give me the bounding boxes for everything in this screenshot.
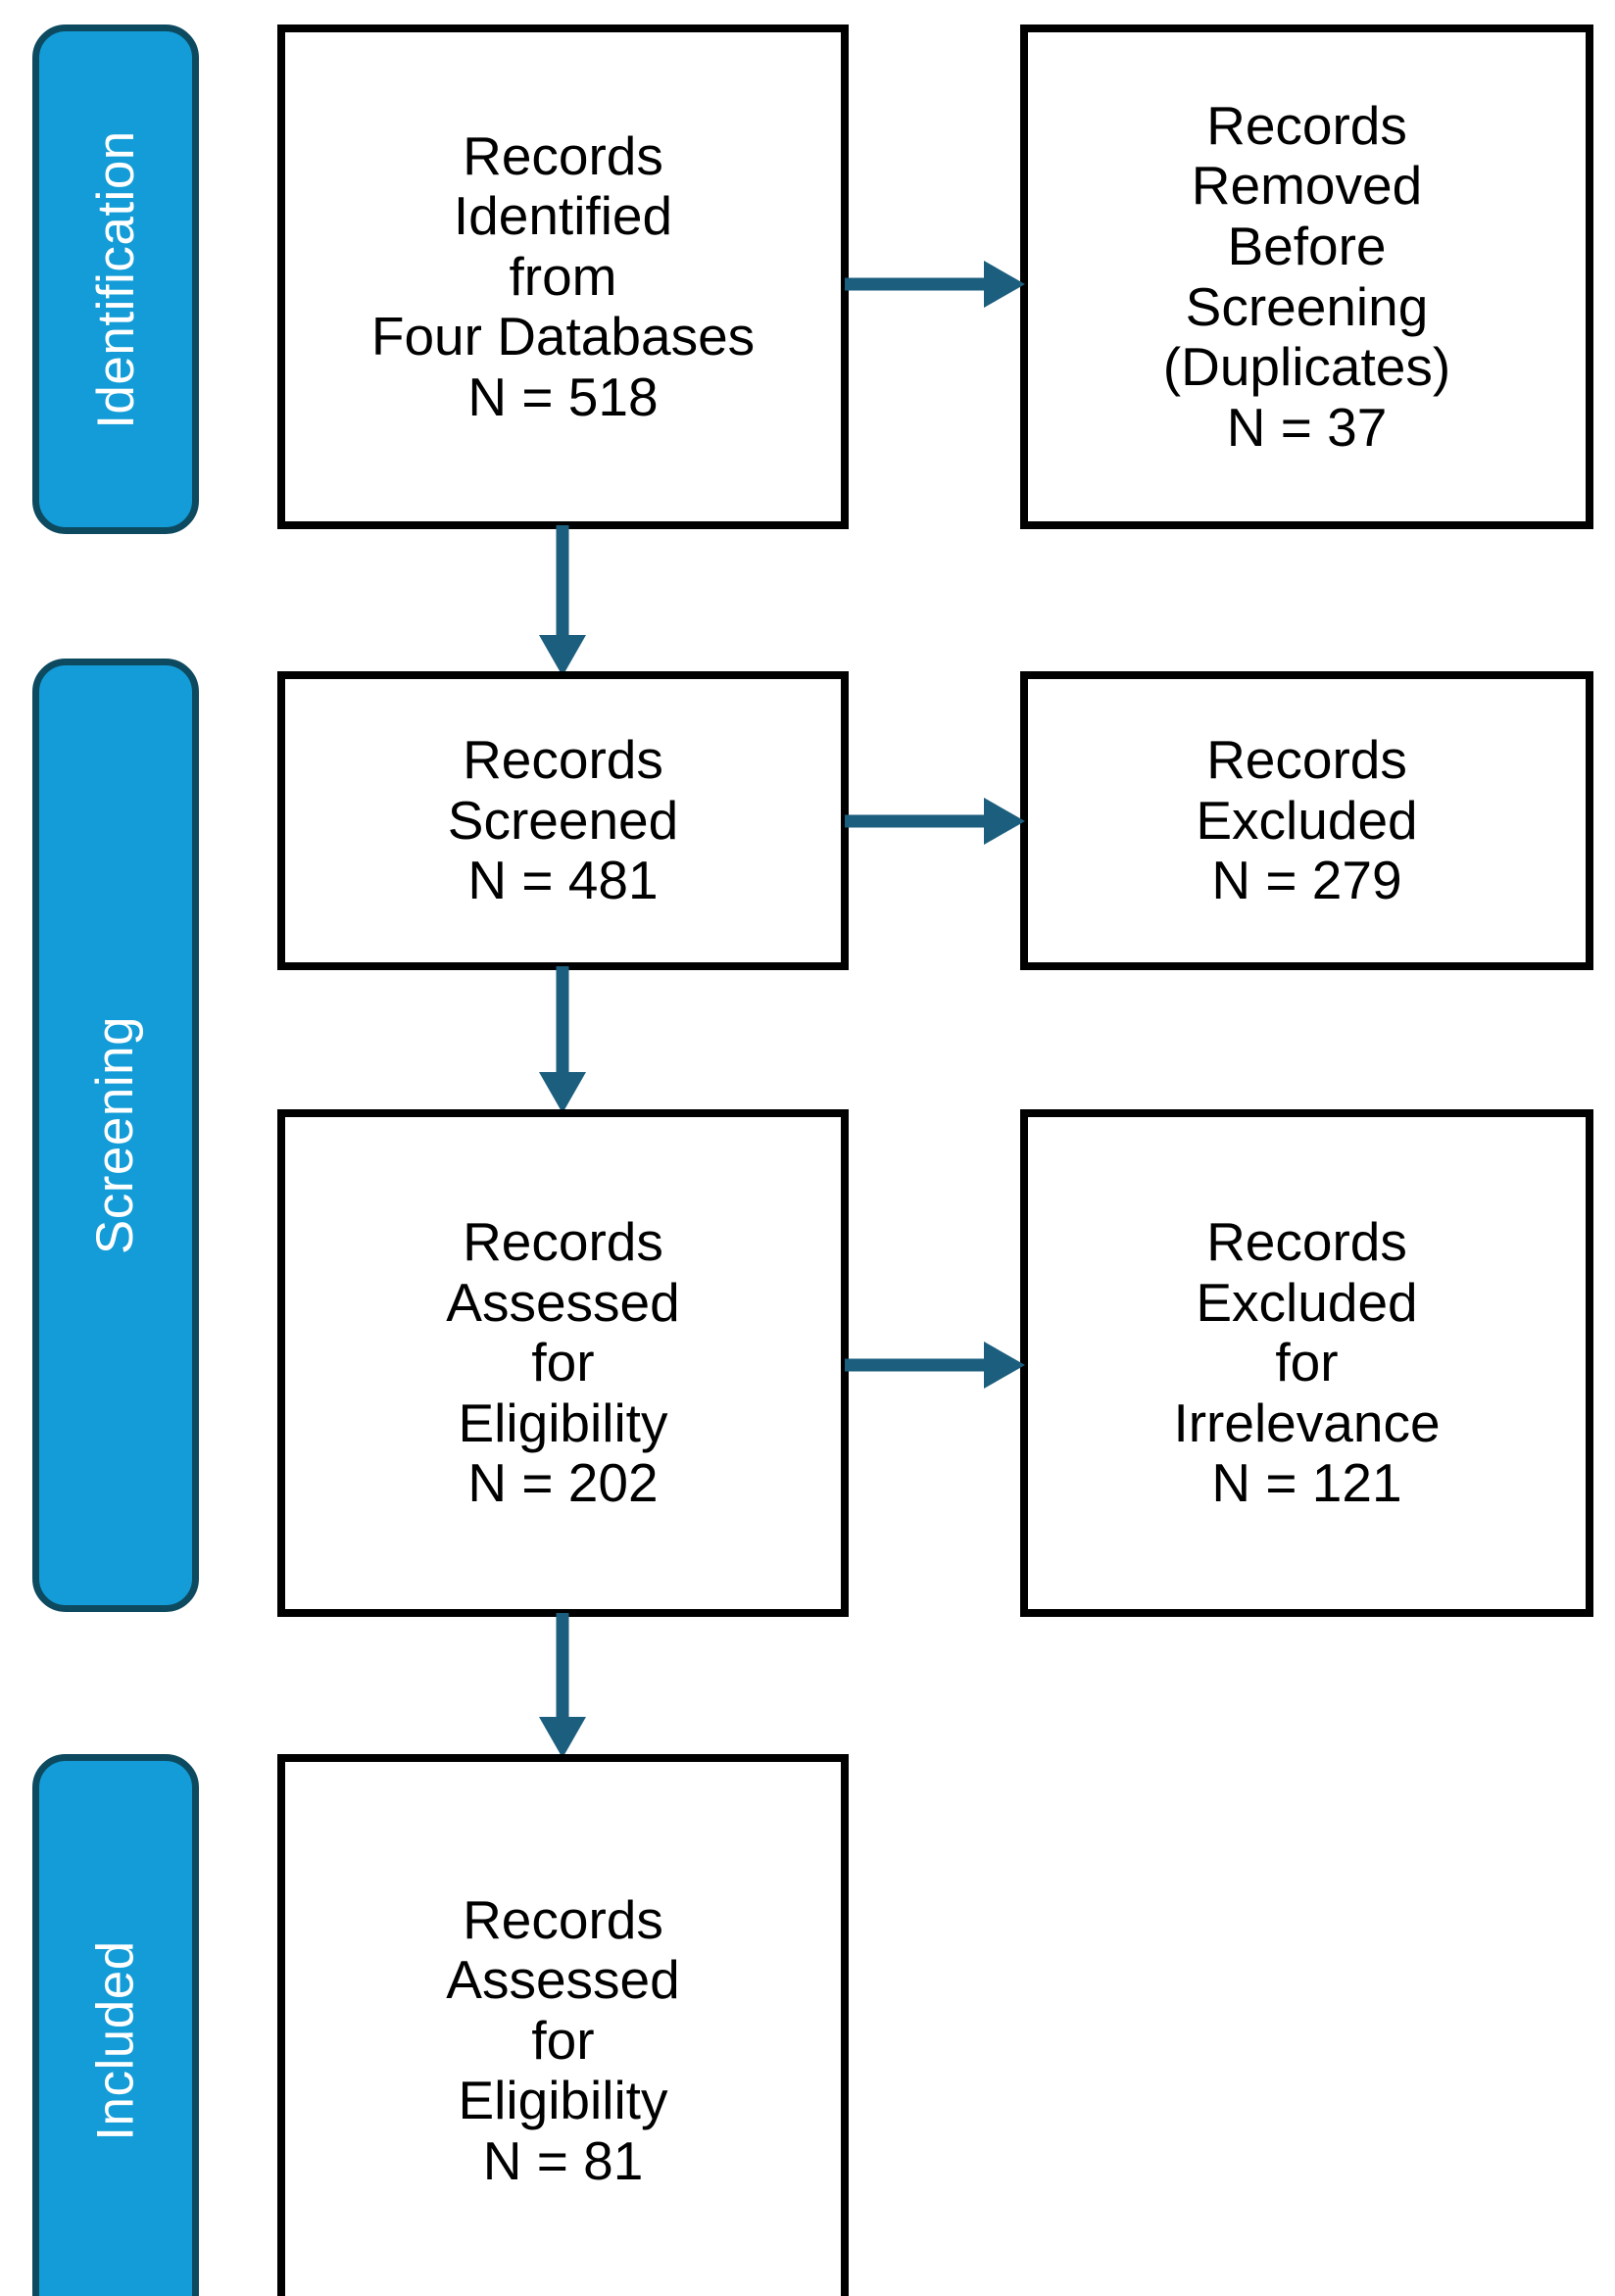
box-records-assessed-eligibility: Records Assessed for Eligibility N = 202 [277,1109,849,1617]
stage-label-identification: Identification [86,129,145,429]
box-records-included-text: Records Assessed for Eligibility N = 81 [446,1888,680,2191]
stage-label-included: Included [86,1940,145,2141]
arrow-identified-to-screened [535,525,590,676]
box-records-removed-text: Records Removed Before Screening (Duplic… [1162,94,1451,458]
box-records-identified: Records Identified from Four Databases N… [277,24,849,529]
box-records-identified-text: Records Identified from Four Databases N… [370,124,756,427]
stage-label-screening: Screening [86,1015,145,1255]
box-records-excluded-irrelevance-text: Records Excluded for Irrelevance N = 121 [1173,1211,1441,1514]
arrow-screened-to-excluded [845,794,1025,849]
arrow-assessed-to-irrelevance [845,1338,1025,1392]
stage-pill-included: Included [32,1754,199,2296]
box-records-excluded-text: Records Excluded N = 279 [1196,729,1418,911]
stage-pill-identification: Identification [32,24,199,534]
box-records-excluded-irrelevance: Records Excluded for Irrelevance N = 121 [1020,1109,1593,1617]
box-records-screened: Records Screened N = 481 [277,671,849,970]
box-records-removed: Records Removed Before Screening (Duplic… [1020,24,1593,529]
box-records-screened-text: Records Screened N = 481 [447,729,679,911]
arrow-identified-to-removed [845,257,1025,312]
arrow-assessed-to-included [535,1613,590,1758]
arrow-screened-to-assessed [535,966,590,1113]
stage-pill-screening: Screening [32,659,199,1612]
box-records-assessed-eligibility-text: Records Assessed for Eligibility N = 202 [446,1211,680,1514]
box-records-included: Records Assessed for Eligibility N = 81 [277,1754,849,2296]
box-records-excluded: Records Excluded N = 279 [1020,671,1593,970]
